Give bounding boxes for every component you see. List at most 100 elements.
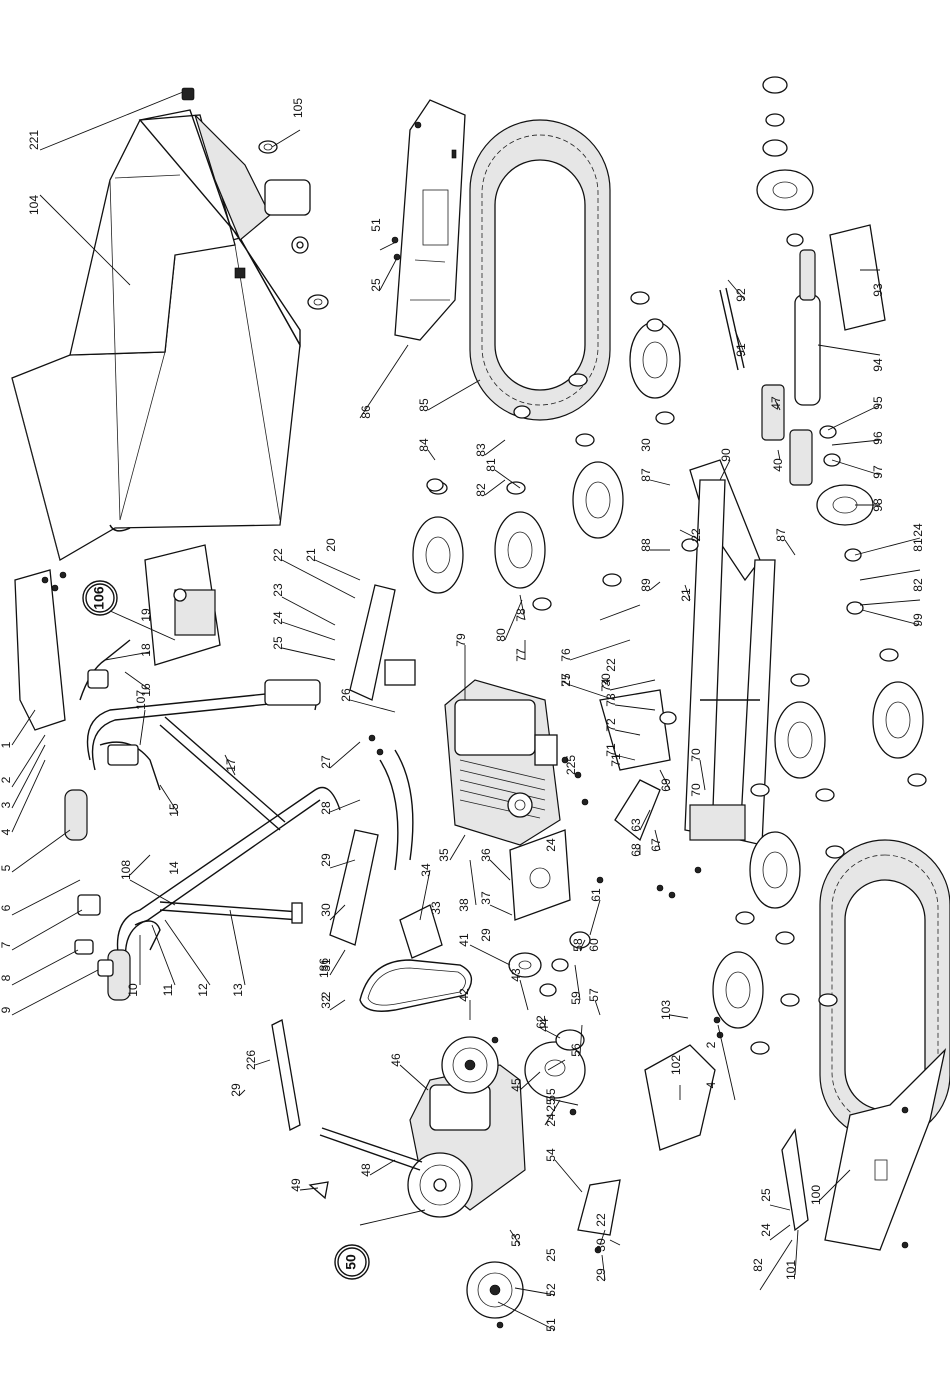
circled-label-50: 50 xyxy=(343,1254,359,1270)
callout-label-36: 36 xyxy=(479,848,493,862)
callout-label-77: 77 xyxy=(514,648,528,662)
callout-label-62: 62 xyxy=(534,1015,548,1029)
cover-93 xyxy=(829,224,886,331)
pin-91 xyxy=(719,287,745,371)
sprocket-top xyxy=(441,1036,499,1094)
callout-label-14: 14 xyxy=(167,861,181,875)
callout-label-55: 55 xyxy=(544,1088,558,1102)
part-105-washers xyxy=(258,140,329,310)
callout-label-38: 38 xyxy=(457,898,471,912)
callout-label-19: 19 xyxy=(139,608,153,622)
callout-label-61: 61 xyxy=(589,888,603,902)
callout-label-47: 47 xyxy=(769,396,783,410)
bracket-33 xyxy=(399,904,443,959)
hopper-bucket xyxy=(11,109,311,561)
callout-label-29-repeat-22: 29 xyxy=(594,1268,608,1282)
callout-label-54: 54 xyxy=(544,1148,558,1162)
panel-1 xyxy=(14,569,67,731)
callout-label-81: 81 xyxy=(484,458,498,472)
callout-label-75: 75 xyxy=(559,673,573,687)
callout-label-22-repeat-20: 22 xyxy=(594,1213,608,1227)
callout-label-107: 107 xyxy=(134,690,148,710)
callout-label-104: 104 xyxy=(27,195,41,215)
wheel-upper xyxy=(629,321,681,399)
callout-label-22-repeat-2: 22 xyxy=(689,528,703,542)
callout-label-42: 42 xyxy=(457,988,471,1002)
callout-label-67: 67 xyxy=(649,838,663,852)
callout-label-37: 37 xyxy=(479,891,493,905)
callout-label-24-repeat-7: 24 xyxy=(544,838,558,852)
callout-label-30-repeat-10: 30 xyxy=(639,438,653,452)
callout-label-27-repeat-4: 27 xyxy=(559,673,573,687)
callout-label-102: 102 xyxy=(669,1055,683,1075)
belt-2 xyxy=(359,959,473,1012)
upper-track-cover-86 xyxy=(394,99,466,341)
callout-label-31: 31 xyxy=(319,958,333,972)
callout-label-22: 22 xyxy=(271,548,285,562)
wheel-80-b xyxy=(494,511,546,589)
callout-label-33: 33 xyxy=(429,901,443,915)
callout-label-71-repeat-28: 71 xyxy=(609,753,623,767)
callout-label-1: 1 xyxy=(0,741,13,748)
callout-label-82: 82 xyxy=(474,483,488,497)
callout-label-44: 44 xyxy=(537,1018,551,1032)
callout-label-94: 94 xyxy=(871,358,885,372)
engine-79 xyxy=(444,679,561,846)
callout-label-27: 27 xyxy=(319,755,333,769)
callout-label-225: 225 xyxy=(564,755,578,775)
callout-label-29-repeat-8: 29 xyxy=(479,928,493,942)
callout-label-25-repeat-19: 25 xyxy=(544,1098,558,1112)
callout-label-11: 11 xyxy=(161,983,175,996)
upper-rubber-track-84 xyxy=(469,119,611,421)
callout-label-26: 26 xyxy=(339,688,353,702)
callout-label-93: 93 xyxy=(871,283,885,297)
callout-label-2-repeat-9: 2 xyxy=(319,991,333,998)
engine-mount-36 xyxy=(509,829,571,921)
callout-label-49: 49 xyxy=(289,1178,303,1192)
callout-label-30: 30 xyxy=(319,903,333,917)
callout-label-25-repeat-17: 25 xyxy=(544,1248,558,1262)
callout-label-18: 18 xyxy=(139,643,153,657)
callout-label-45: 45 xyxy=(509,1078,523,1092)
callout-label-51-repeat-0: 51 xyxy=(369,218,383,232)
circled-label-106: 106 xyxy=(91,586,107,610)
wheel-lower-b xyxy=(712,951,764,1029)
callout-label-25-repeat-1: 25 xyxy=(369,278,383,292)
callout-label-87-repeat-11: 87 xyxy=(774,528,788,542)
callout-label-8: 8 xyxy=(0,974,13,981)
callout-label-56: 56 xyxy=(569,1043,583,1057)
callout-label-29-repeat-26: 29 xyxy=(229,1083,243,1097)
callout-label-80: 80 xyxy=(494,628,508,642)
callout-label-17: 17 xyxy=(224,758,238,772)
callout-label-30-repeat-5: 30 xyxy=(599,673,613,687)
callout-label-52: 52 xyxy=(544,1283,558,1297)
callout-label-4: 4 xyxy=(0,828,13,835)
callout-label-186: 186 xyxy=(317,958,331,978)
callout-label-2-repeat-15: 2 xyxy=(704,1041,718,1048)
transmission-46 xyxy=(319,1064,526,1218)
part-221 xyxy=(181,87,195,101)
callout-label-76: 76 xyxy=(559,648,573,662)
callout-label-46: 46 xyxy=(389,1053,403,1067)
callout-label-58: 58 xyxy=(571,938,585,952)
callout-label-15: 15 xyxy=(167,803,181,817)
callout-label-81-repeat-12: 81 xyxy=(911,538,925,552)
callout-label-41: 41 xyxy=(457,933,471,947)
callout-label-221: 221 xyxy=(27,130,41,150)
callout-label-84: 84 xyxy=(417,438,431,452)
callout-label-5: 5 xyxy=(0,864,13,871)
springs-47 xyxy=(761,384,813,486)
callout-label-82-repeat-23: 82 xyxy=(751,1258,765,1272)
lever-18-19 xyxy=(79,639,131,701)
callout-label-23: 23 xyxy=(271,583,285,597)
callout-label-68: 68 xyxy=(629,843,643,857)
callout-label-98: 98 xyxy=(871,498,885,512)
plate-30 xyxy=(329,749,414,946)
callout-label-12: 12 xyxy=(196,983,210,997)
callout-label-21-repeat-3: 21 xyxy=(679,588,693,602)
callout-label-24: 24 xyxy=(271,611,285,625)
callout-label-7: 7 xyxy=(0,941,13,948)
callout-label-73: 73 xyxy=(604,693,618,707)
control-box-106 xyxy=(144,544,221,666)
